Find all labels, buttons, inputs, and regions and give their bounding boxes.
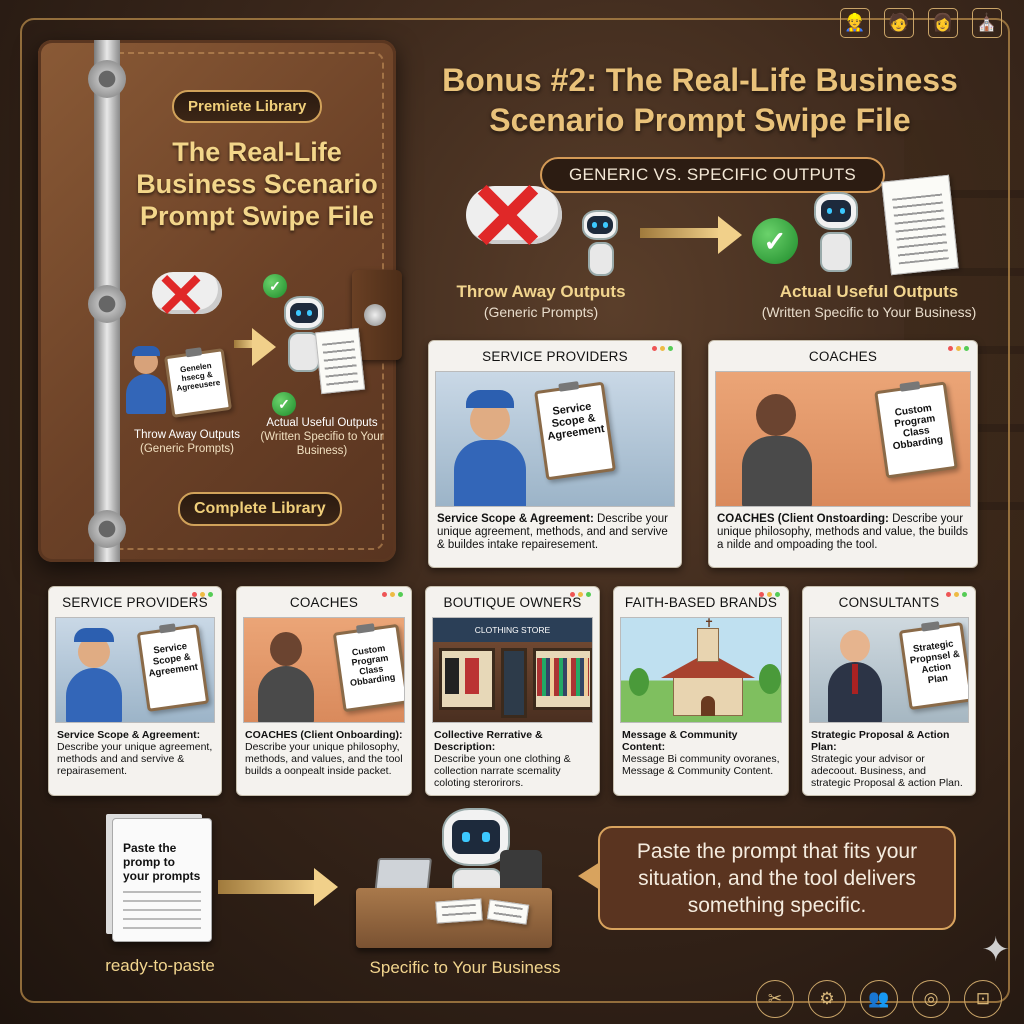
- clipboard: Custom Program Class Obbarding: [332, 623, 404, 713]
- generic-vs-specific-label: GENERIC VS. SPECIFIC OUTPUTS: [540, 157, 885, 193]
- tools-icon: ✂: [756, 980, 794, 1018]
- paste-prompt-document: Paste the promp to your prompts: [112, 818, 212, 942]
- coaches-card[interactable]: COACHES Custom Program Class Obbarding C…: [236, 586, 412, 796]
- cloud-icon: [466, 186, 562, 244]
- clipboard: Custom Program Class Obbarding: [874, 381, 958, 479]
- consultants-card[interactable]: CONSULTANTS Strategic Propnsel & Action …: [802, 586, 976, 796]
- clipboard: Service Scope & Agreement: [534, 381, 616, 481]
- card-description: Message & Community Content:Message Bi c…: [622, 729, 780, 777]
- worker-icon: 👷: [840, 8, 870, 38]
- binder-left-caption: Throw Away Outputs (Generic Prompts): [122, 428, 252, 456]
- specific-to-business-caption: Specific to Your Business: [369, 958, 561, 977]
- binder-ring: [88, 60, 126, 98]
- check-icon: ✓: [752, 218, 798, 264]
- sparkle-icon: ✦: [981, 931, 1011, 969]
- binder-left-label: Throw Away Outputs: [134, 429, 240, 441]
- binder-clasp: [352, 270, 402, 360]
- card-description: Service Scope & Agreement:Describe your …: [57, 729, 213, 777]
- binder-ring: [88, 510, 126, 548]
- woman-icon: 👩: [928, 8, 958, 38]
- card-illustration: ✝: [620, 617, 782, 723]
- gold-frame: [20, 18, 1010, 1003]
- clipboard: Service Scope & Agreement: [136, 624, 210, 712]
- card-title: SERVICE PROVIDERS: [62, 595, 208, 610]
- generic-outputs-sub: (Generic Prompts): [483, 304, 599, 320]
- coaches-card-large[interactable]: COACHES Custom Program Class Obbarding C…: [708, 340, 978, 568]
- ready-to-paste-caption: ready-to-paste: [105, 956, 215, 975]
- clipboard: Strategic Propnsel & Action Plan: [898, 621, 968, 711]
- cloud-icon: [152, 272, 222, 314]
- useful-outputs-caption: Actual Useful Outputs (Written Specific …: [744, 282, 994, 322]
- card-illustration: Strategic Propnsel & Action Plan: [809, 617, 969, 723]
- x-icon: ✕: [155, 262, 207, 331]
- bottom-icon-row: ✂ ⚙ 👥 ◎ ⊡: [756, 980, 1002, 1018]
- card-description: COACHES (Client Onstoarding: Describe yo…: [717, 513, 969, 551]
- faith-based-brands-card[interactable]: FAITH-BASED BRANDS ✝ Message & Community…: [613, 586, 789, 796]
- arrow-icon: [234, 328, 276, 366]
- card-description: COACHES (Client Onboarding):Describe you…: [245, 729, 403, 777]
- generic-outputs-caption: Throw Away Outputs (Generic Prompts): [446, 282, 636, 322]
- binder-title: The Real-Life Business Scenario Prompt S…: [136, 137, 378, 231]
- gear-people-icon: ⚙: [808, 980, 846, 1018]
- card-title: COACHES: [289, 595, 359, 610]
- x-icon: ✕: [467, 164, 549, 271]
- card-description: Service Scope & Agreement: Describe your…: [437, 513, 668, 551]
- document-icon: [314, 327, 366, 395]
- binder-left-sub: (Generic Prompts): [140, 443, 234, 455]
- swipe-file-binder: Premiete Library The Real-Life Business …: [38, 40, 402, 562]
- generic-outputs-label: Throw Away Outputs: [456, 282, 626, 301]
- top-icon-row: 👷 🧑 👩 ⛪: [840, 8, 1002, 38]
- complete-library-badge: Complete Library: [178, 492, 342, 526]
- check-icon: ✓: [272, 392, 296, 416]
- useful-outputs-label: Actual Useful Outputs: [779, 282, 959, 301]
- briefcase-icon: ⊡: [964, 980, 1002, 1018]
- card-illustration: Custom Program Class Obbarding: [243, 617, 405, 723]
- document-icon: [881, 174, 959, 276]
- card-title: FAITH-BASED BRANDS: [624, 595, 778, 610]
- binder-right-caption: Actual Useful Outputs (Written Specifio …: [260, 416, 384, 458]
- card-illustration: Custom Program Class Obbarding: [715, 371, 971, 507]
- document-icon: [435, 898, 483, 924]
- card-title: CONSULTANTS: [838, 595, 940, 610]
- card-title: SERVICE PROVIDERS: [482, 349, 628, 364]
- card-title: BOUTIQUE OWNERS: [443, 595, 582, 610]
- card-description: Strategic Proposal & Action Plan:Strateg…: [811, 729, 963, 789]
- target-icon: ◎: [912, 980, 950, 1018]
- store-sign: CLOTHING STORE: [433, 618, 592, 642]
- arrow-icon: [218, 868, 338, 906]
- binder-right-sub: (Written Specifio to Your Business): [260, 431, 384, 457]
- premiete-library-badge: Premiete Library: [172, 90, 323, 123]
- useful-outputs-sub: (Written Specific to Your Business): [761, 304, 977, 320]
- boutique-owners-card[interactable]: BOUTIQUE OWNERS CLOTHING STORE Collectiv…: [425, 586, 600, 796]
- card-illustration: Service Scope & Agreement: [55, 617, 215, 723]
- agreement-clipboard: Genelen hsecg & Agreeusere: [163, 348, 233, 418]
- service-providers-card-large[interactable]: SERVICE PROVIDERS Service Scope & Agreem…: [428, 340, 682, 568]
- card-description: Collective Rerrative & Description:Descr…: [434, 729, 571, 789]
- church-icon: ⛪: [972, 8, 1002, 38]
- service-providers-card[interactable]: SERVICE PROVIDERS Service Scope & Agreem…: [48, 586, 222, 796]
- check-icon: ✓: [263, 274, 287, 298]
- binder-ring: [88, 285, 126, 323]
- card-illustration: Service Scope & Agreement: [435, 371, 675, 507]
- arrow-icon: [640, 216, 742, 254]
- group-icon: 👥: [860, 980, 898, 1018]
- person-icon: 🧑: [884, 8, 914, 38]
- binder-right-label: Actual Useful Outputs: [266, 417, 378, 429]
- instruction-speech-bubble: Paste the prompt that fits your situatio…: [578, 826, 956, 930]
- page-title: Bonus #2: The Real-Life Business Scenari…: [442, 62, 958, 138]
- card-illustration: CLOTHING STORE: [432, 617, 593, 723]
- card-title: COACHES: [808, 349, 878, 364]
